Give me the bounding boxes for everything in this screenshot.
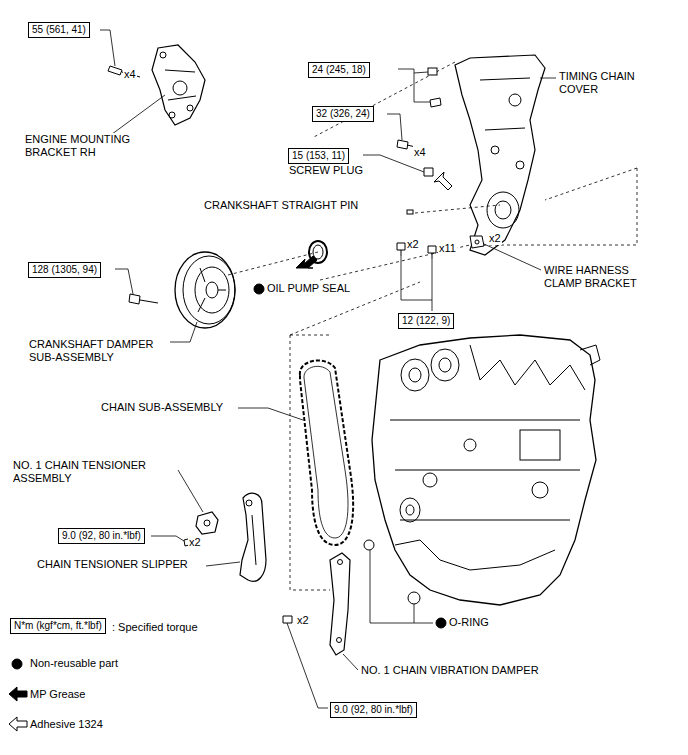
quantity-callout: x2	[296, 614, 310, 627]
torque-value: 12 (122, 9)	[402, 315, 450, 326]
torque-box: 128 (1305, 94)	[28, 262, 101, 278]
torque-box: 9.0 (92, 80 in.*lbf)	[58, 528, 145, 544]
legend-text: MP Grease	[30, 688, 85, 701]
part-name: ENGINE MOUNTING BRACKET RH	[24, 133, 146, 159]
quantity-callout: x4	[413, 146, 427, 159]
quantity-callout: x2	[406, 238, 420, 251]
quantity-callout: x11	[438, 242, 457, 255]
quantity-callout: x2	[488, 232, 502, 245]
torque-value: 55 (561, 41)	[32, 24, 86, 35]
part-name: CHAIN TENSIONER SLIPPER	[36, 558, 189, 571]
quantity-callout: x4	[123, 68, 137, 81]
torque-value: N*m (kgf*cm, ft.*lbf)	[14, 620, 102, 631]
torque-box: 12 (122, 9)	[398, 313, 454, 329]
torque-box: 55 (561, 41)	[28, 22, 90, 38]
part-name: NO. 1 CHAIN TENSIONER ASSEMBLY	[12, 459, 174, 485]
torque-box: 15 (153, 11)	[288, 148, 349, 164]
torque-box: 9.0 (92, 80 in.*lbf)	[330, 702, 417, 718]
part-name: O-RING	[448, 616, 490, 629]
torque-box: 32 (326, 24)	[312, 106, 374, 122]
torque-box: N*m (kgf*cm, ft.*lbf)	[10, 618, 106, 634]
part-name: CRANKSHAFT STRAIGHT PIN	[203, 199, 359, 212]
torque-value: 9.0 (92, 80 in.*lbf)	[62, 530, 141, 541]
torque-value: 15 (153, 11)	[292, 150, 345, 161]
part-name: CHAIN SUB-ASSEMBLY	[100, 401, 224, 414]
part-name: CRANKSHAFT DAMPER SUB-ASSEMBLY	[28, 338, 170, 364]
torque-value: 9.0 (92, 80 in.*lbf)	[334, 704, 413, 715]
legend-text: : Specified torque	[112, 621, 198, 634]
part-name: SCREW PLUG	[288, 164, 364, 177]
part-name: NO. 1 CHAIN VIBRATION DAMPER	[360, 664, 540, 677]
quantity-callout: x2	[188, 536, 202, 549]
torque-value: 32 (326, 24)	[316, 108, 370, 119]
torque-box: 24 (245, 18)	[308, 62, 370, 78]
legend-text: Adhesive 1324	[30, 718, 103, 731]
part-name: OIL PUMP SEAL	[266, 282, 351, 295]
torque-value: 128 (1305, 94)	[32, 264, 97, 275]
part-name: WIRE HARNESS CLAMP BRACKET	[543, 264, 665, 290]
part-name: TIMING CHAIN COVER	[558, 70, 660, 96]
torque-value: 24 (245, 18)	[312, 64, 366, 75]
legend-text: Non-reusable part	[30, 657, 118, 670]
